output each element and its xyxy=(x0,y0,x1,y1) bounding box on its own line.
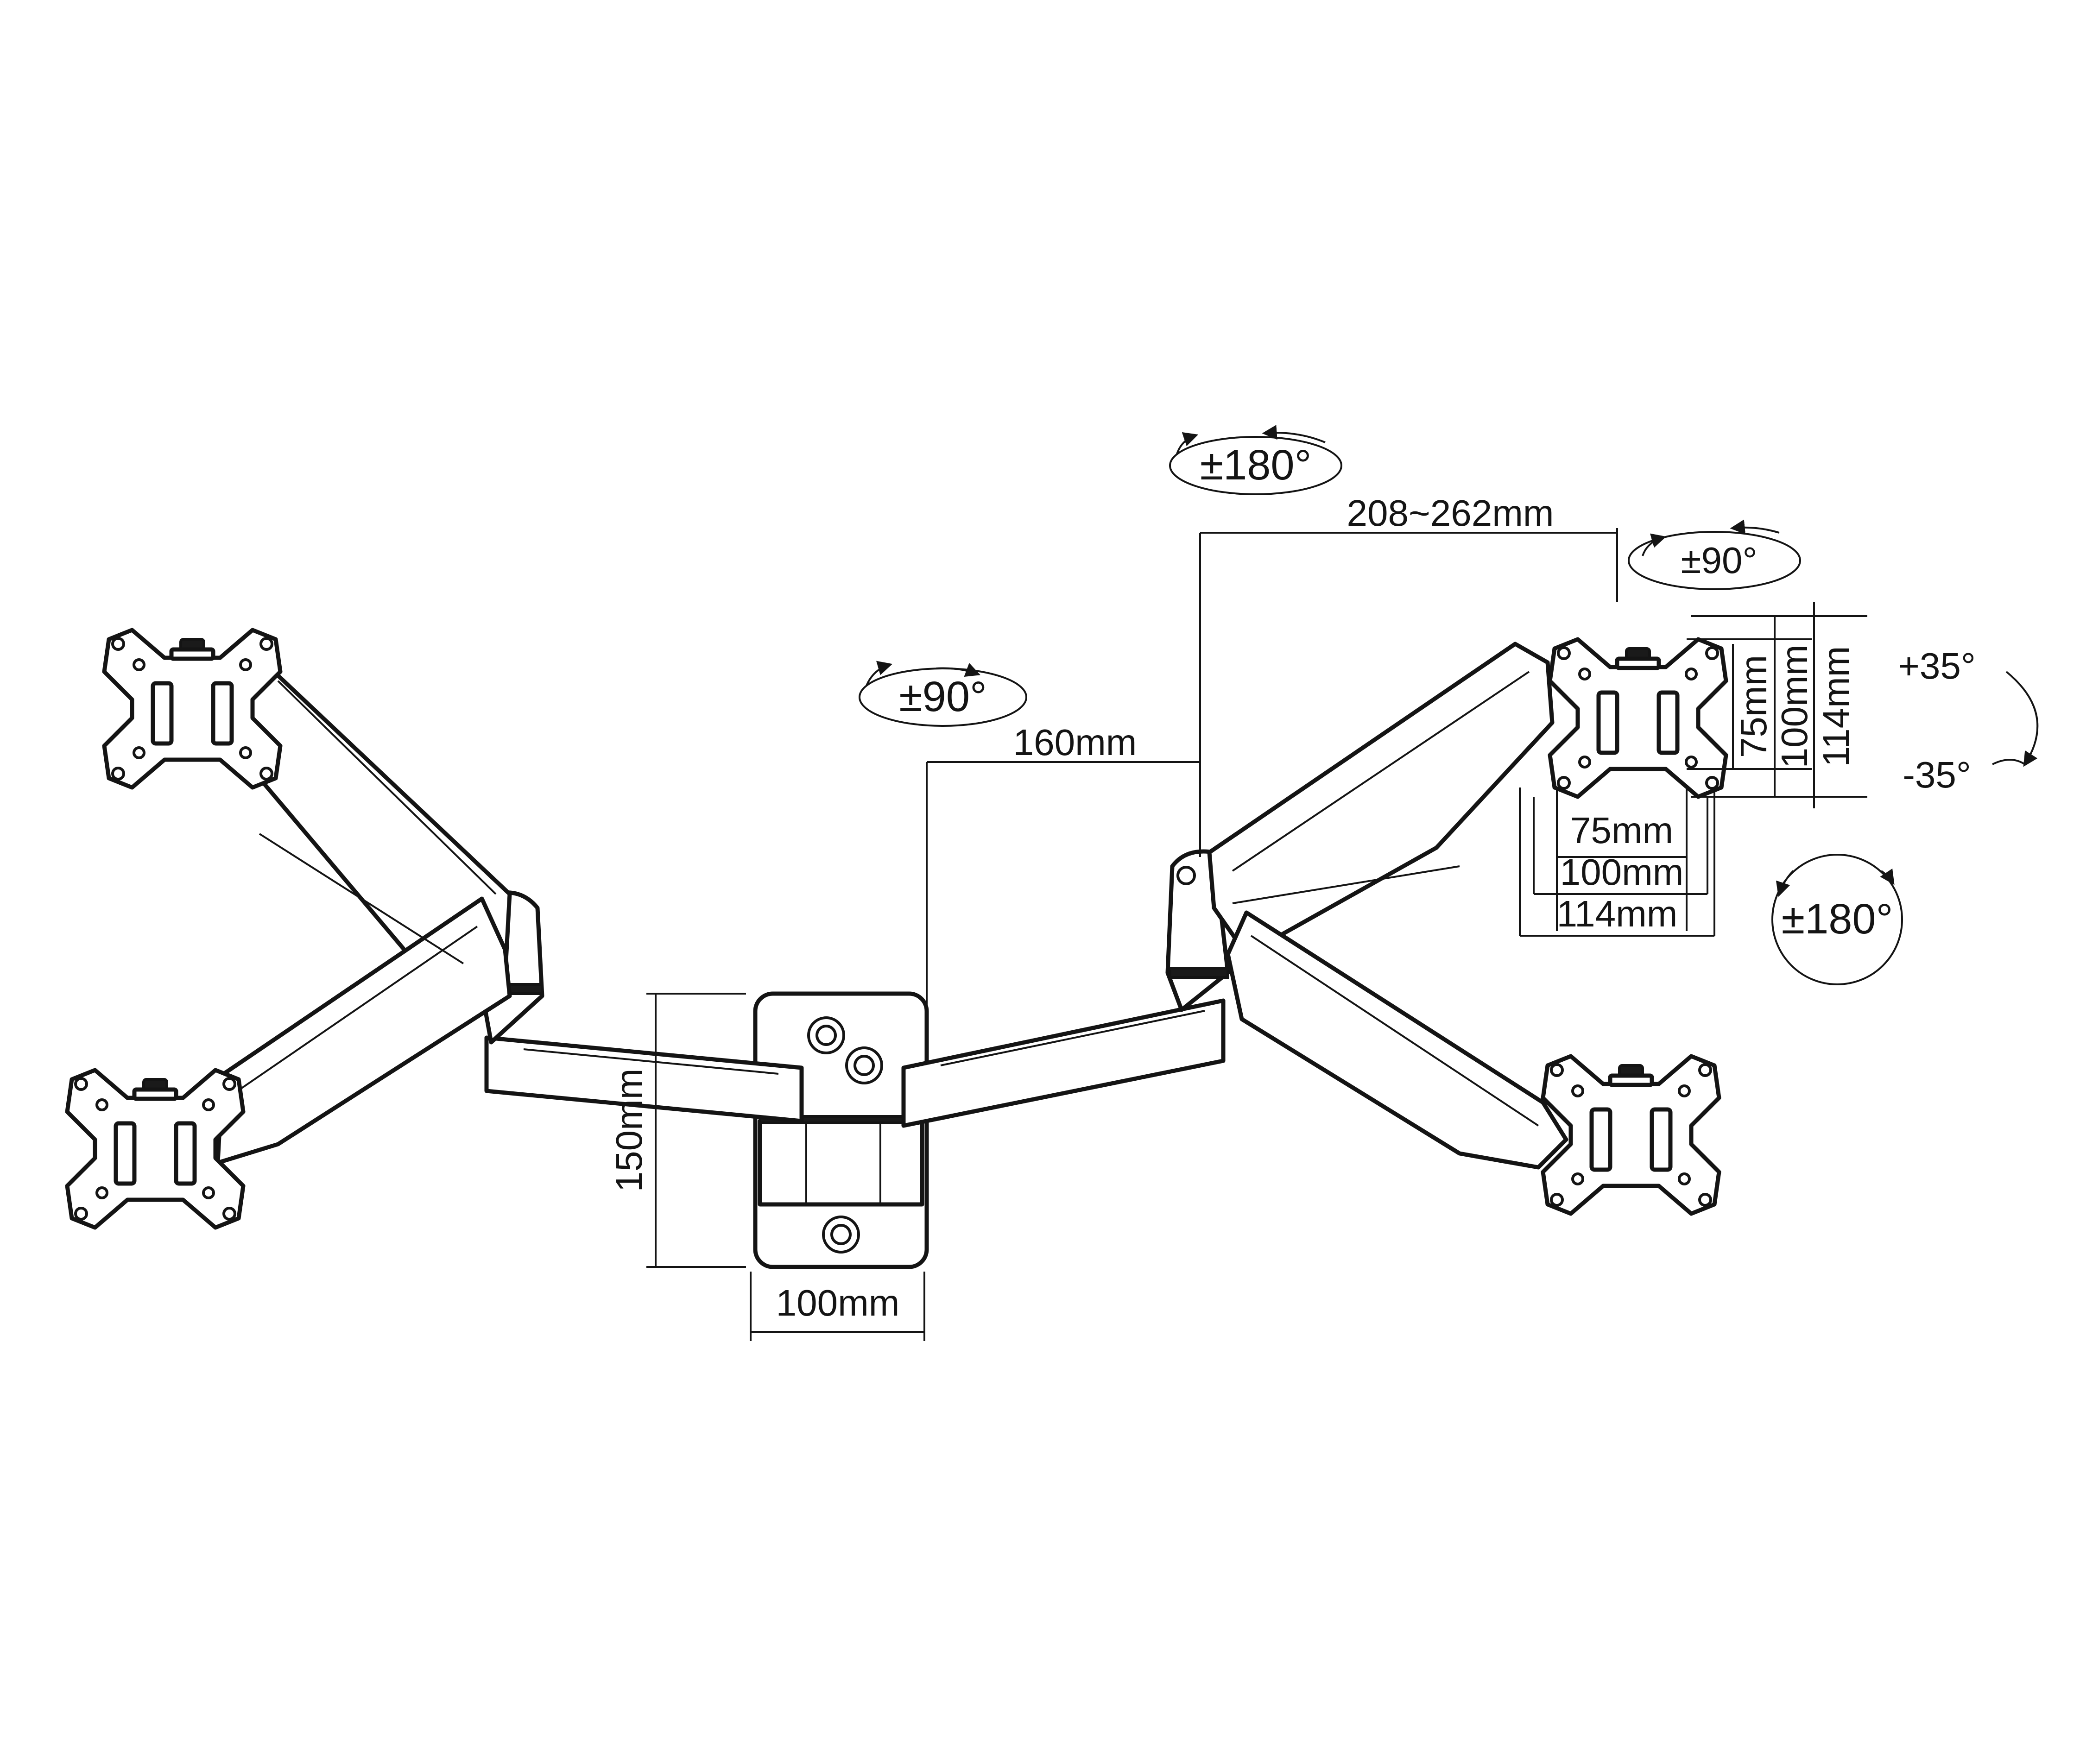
vesa-plate-bottom-left xyxy=(67,1070,243,1228)
vesa-plate-top-left xyxy=(104,630,280,788)
left-arm-assembly xyxy=(215,660,804,1165)
vesa-plate-top-right xyxy=(1550,639,1726,797)
dim-arm1-length-label: 160mm xyxy=(1013,722,1137,763)
dim-vesa-h114-label: 114mm xyxy=(1557,893,1678,934)
dim-plate-height-label: 150mm xyxy=(608,1069,650,1192)
right-arm-assembly xyxy=(901,642,1568,1170)
rot-elbow: ±180° xyxy=(1169,425,1342,495)
rot-head-label: ±90° xyxy=(1681,540,1758,581)
dim-vesa-v75-label: 75mm xyxy=(1733,655,1774,758)
dim-vesa-vertical: 75mm 100mm 114mm xyxy=(1687,602,1867,808)
rot-tilt-down-label: -35° xyxy=(1903,754,1971,795)
dim-vesa-h75-label: 75mm xyxy=(1570,810,1673,851)
dim-vesa-h100-label: 100mm xyxy=(1560,851,1684,893)
rot-head: ±90° xyxy=(1628,519,1801,590)
dim-arm2-length: 208~262mm xyxy=(1199,492,1618,762)
dim-vesa-v114-label: 114mm xyxy=(1815,646,1857,767)
dim-plate-height: 150mm xyxy=(608,993,746,1268)
rot-shoulder: ±90° xyxy=(859,661,1027,727)
rot-elbow-label: ±180° xyxy=(1200,441,1312,489)
dim-vesa-v100-label: 100mm xyxy=(1774,645,1815,769)
wall-plate xyxy=(753,991,929,1269)
dim-plate-width-label: 100mm xyxy=(776,1282,900,1323)
dim-arm1-length: 160mm xyxy=(926,722,1201,1019)
rot-rotation-label: ±180° xyxy=(1782,895,1893,943)
dim-arm2-length-label: 208~262mm xyxy=(1347,492,1554,534)
dim-plate-width: 100mm xyxy=(750,1272,925,1341)
rot-tilt: +35° -35° xyxy=(1898,645,2039,795)
vesa-plate-bottom-right xyxy=(1543,1056,1719,1214)
dim-vesa-horizontal: 75mm 100mm 114mm xyxy=(1519,788,1715,937)
rot-shoulder-label: ±90° xyxy=(899,673,987,720)
rot-rotation: ±180° xyxy=(1771,854,1903,985)
rot-tilt-up-label: +35° xyxy=(1898,645,1976,687)
